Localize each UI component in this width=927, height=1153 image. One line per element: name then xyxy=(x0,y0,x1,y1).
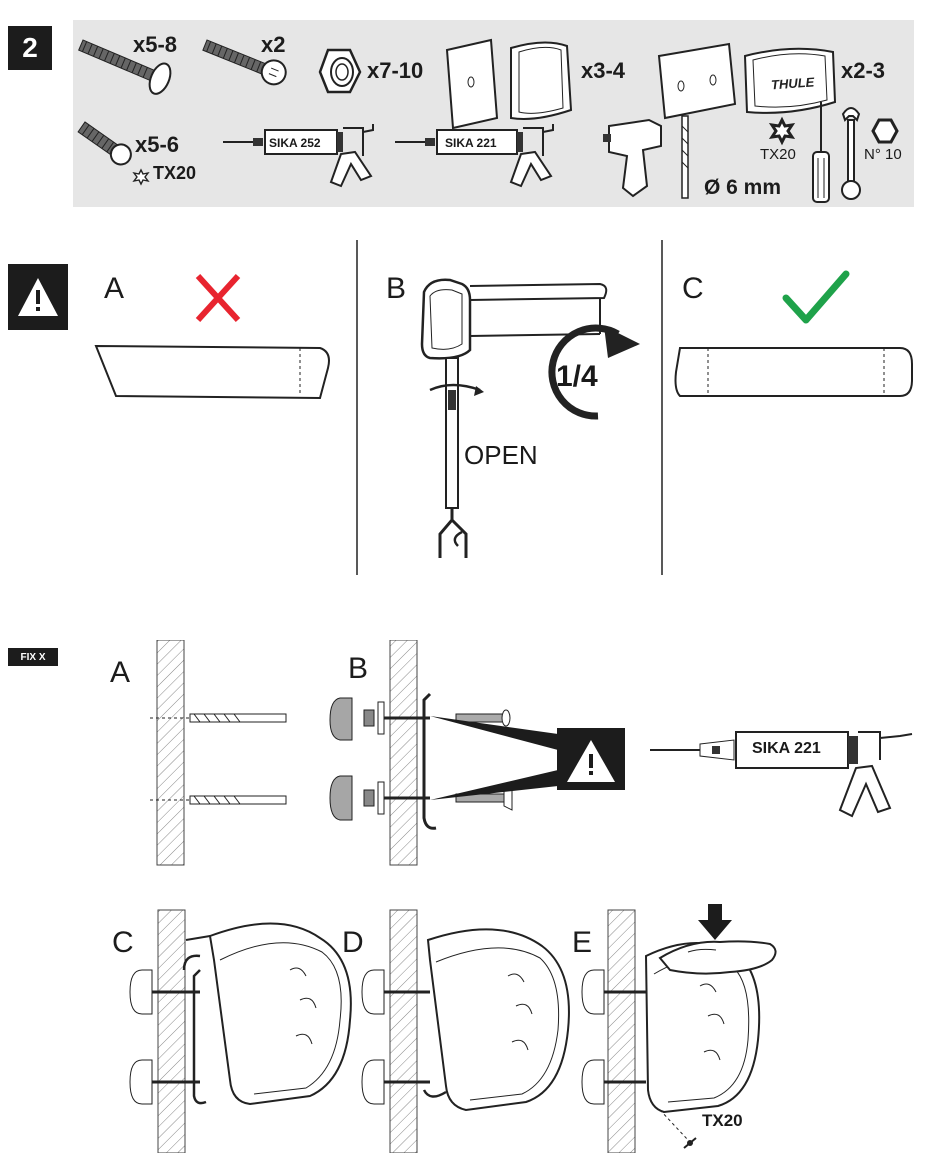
fix-label-c: C xyxy=(112,926,134,959)
caulking-gun-sika-252-icon xyxy=(223,124,374,188)
wall-section-c xyxy=(157,909,186,1153)
cap-brand-logo: THULE xyxy=(770,74,815,92)
double-end-cap-icon: THULE xyxy=(743,47,837,114)
torx-small-icon xyxy=(132,168,150,186)
screwdriver-icon xyxy=(812,102,830,203)
d-end-caps xyxy=(361,969,430,1105)
fix-label-e: E xyxy=(572,926,593,959)
bolts-to-insert xyxy=(455,709,513,811)
screw-bit-label: TX20 xyxy=(153,163,197,183)
nut-quantity: x7-10 xyxy=(367,58,424,83)
warning-label-a: A xyxy=(104,272,125,305)
fix-badge-label: FIX X xyxy=(20,651,46,663)
fix-screw-bit-label: TX20 xyxy=(702,1111,743,1130)
single-end-cap-icon xyxy=(510,41,573,120)
crank-handle-icon xyxy=(429,357,484,558)
double-cap-quantity: x2-3 xyxy=(841,58,886,83)
wrench-icon xyxy=(841,107,861,200)
long-bolt-quantity: x5-8 xyxy=(133,32,178,57)
cordless-drill-icon xyxy=(603,118,662,198)
tx20-screw-detail xyxy=(659,1109,697,1149)
short-bolt-icon xyxy=(202,39,287,86)
drill-bit-lower xyxy=(150,795,287,805)
fix-badge: FIX X xyxy=(8,648,58,666)
screwdriver-bit-label: TX20 xyxy=(760,146,796,163)
open-label: OPEN xyxy=(464,440,538,470)
parts-panel: THULE xyxy=(73,20,914,207)
double-mounting-plate-icon xyxy=(657,42,737,120)
misaligned-end-cap xyxy=(94,344,330,400)
sealant-warning-icon xyxy=(557,728,625,790)
long-bolt-icon xyxy=(78,39,172,95)
warning-triangle-icon xyxy=(18,278,58,316)
wall-section-a xyxy=(156,640,185,866)
c-awning-profile xyxy=(182,922,352,1106)
fix-illustrations xyxy=(129,640,913,1153)
press-down-arrow-icon xyxy=(698,904,732,940)
d-awning-profile xyxy=(422,928,570,1112)
awning-rail-with-cap xyxy=(420,278,608,360)
sealant-callout-beams xyxy=(430,716,558,800)
wall-section-b xyxy=(389,640,418,866)
torx-bit-icon xyxy=(768,116,796,146)
screw-quantity: x5-6 xyxy=(135,132,180,157)
aligned-end-cap xyxy=(674,347,913,397)
caulking-gun-sika-221-icon xyxy=(395,124,554,188)
wrench-size-label: N° 10 xyxy=(864,146,902,163)
wall-section-e xyxy=(607,909,636,1153)
incorrect-cross-icon xyxy=(195,273,241,323)
warning-label-c: C xyxy=(682,272,704,305)
quarter-turn-label: 1/4 xyxy=(556,360,598,393)
warning-badge xyxy=(8,264,68,330)
single-mounting-plate-icon xyxy=(445,38,499,130)
pressing-hand-icon xyxy=(658,940,777,975)
hex-socket-icon xyxy=(871,118,899,144)
fix-sealant-label: SIKA 221 xyxy=(752,740,821,757)
short-bolt-quantity: x2 xyxy=(261,32,286,57)
grey-end-caps xyxy=(329,697,353,821)
single-cap-quantity: x3-4 xyxy=(581,58,626,83)
drill-bit-upper xyxy=(150,713,287,723)
quarter-turn-arrow-icon xyxy=(548,324,640,420)
fix-label-a: A xyxy=(110,656,131,689)
sealant-1-label: SIKA 252 xyxy=(269,136,321,150)
warning-label-b: B xyxy=(386,272,407,305)
fix-label-b: B xyxy=(348,652,369,685)
warning-illustrations xyxy=(94,240,913,575)
wall-section-d xyxy=(389,909,418,1153)
step-number-badge: 2 xyxy=(8,26,52,70)
awning-adapter-rail xyxy=(422,692,437,830)
sealant-2-label: SIKA 221 xyxy=(445,136,497,150)
hex-nut-icon xyxy=(318,48,362,94)
parts-illustrations: THULE xyxy=(77,38,899,203)
correct-check-icon xyxy=(782,270,850,324)
sealant-gun-icon xyxy=(650,731,913,818)
fix-label-d: D xyxy=(342,926,364,959)
tx-screw-icon xyxy=(77,121,132,166)
step-number: 2 xyxy=(22,32,38,63)
drill-bit-size: Ø 6 mm xyxy=(704,176,782,199)
c-end-caps xyxy=(129,969,207,1105)
mount-bolts xyxy=(363,701,430,815)
drill-bit-icon xyxy=(681,115,689,199)
e-end-caps xyxy=(581,969,646,1105)
